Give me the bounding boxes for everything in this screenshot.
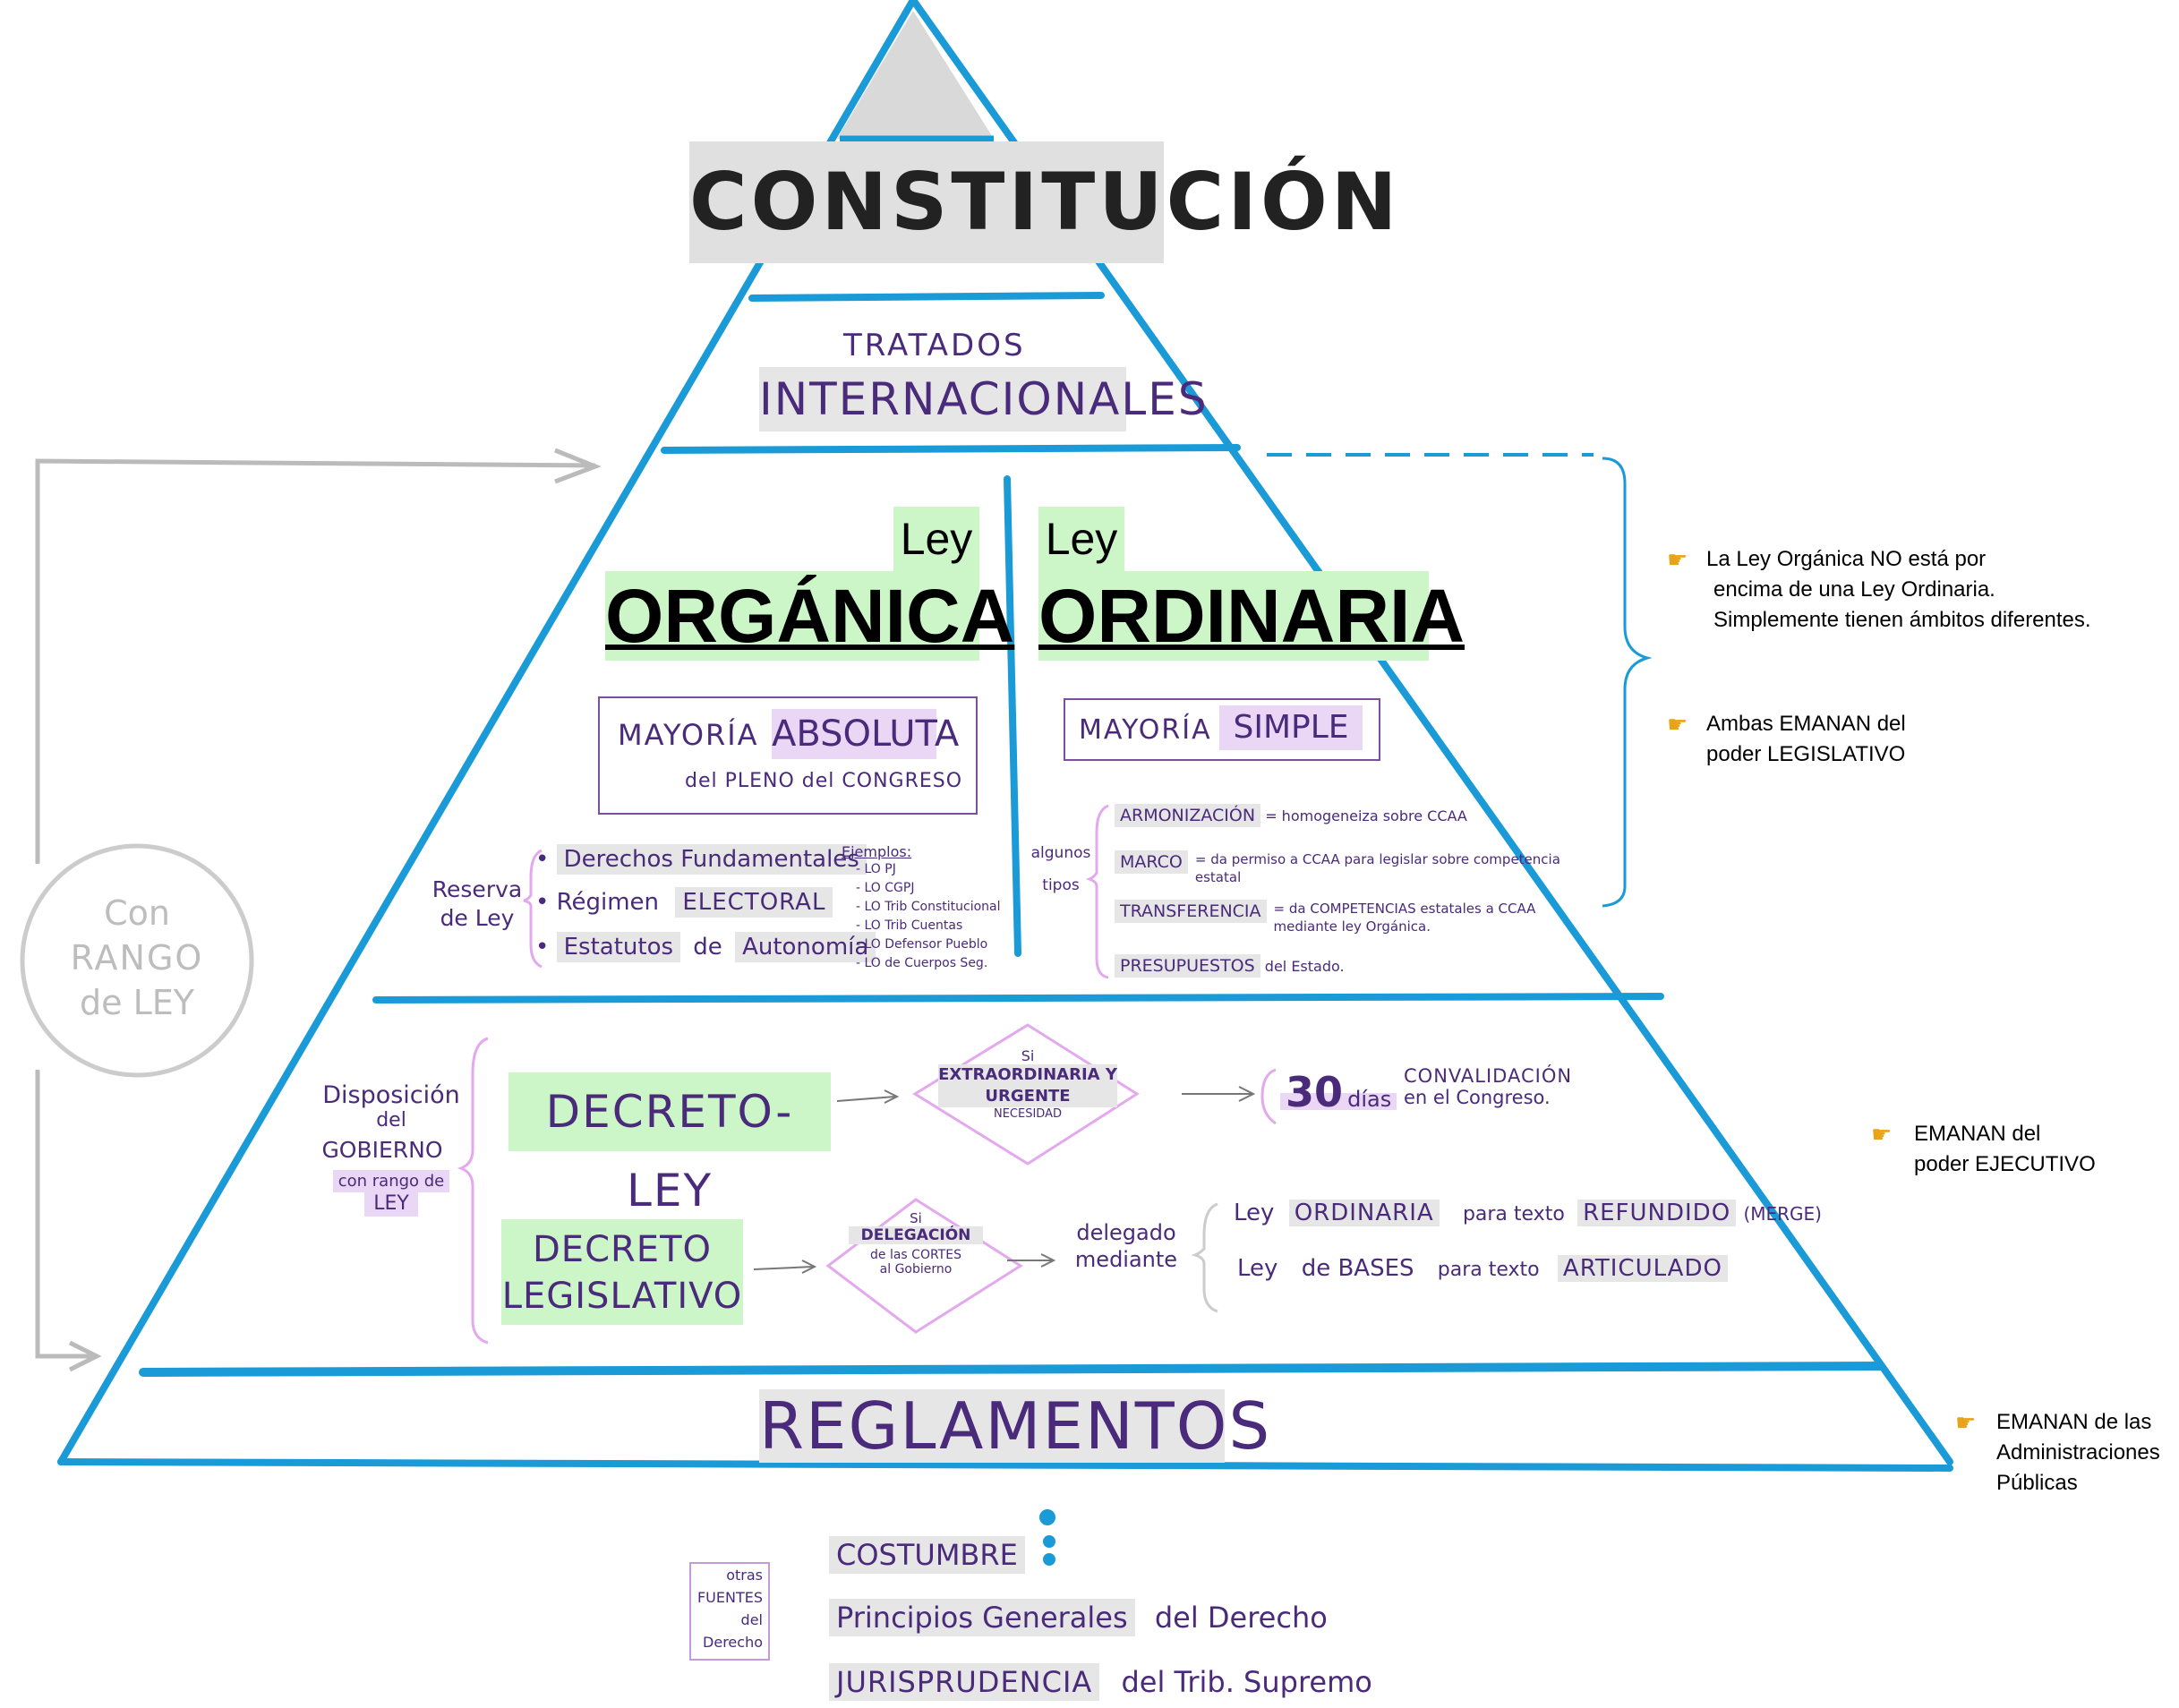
- reserva-item: • Régimen ELECTORAL: [535, 887, 833, 918]
- ejemplos-block: Ejemplos: - LO PJ - LO CGPJ - LO Trib Co…: [842, 843, 1001, 973]
- ordinaria-mayoria-word: MAYORÍA: [1079, 714, 1212, 746]
- pointing-hand-icon: ☛: [1667, 546, 1688, 573]
- ordinaria-ley-word: Ley: [1038, 507, 1124, 571]
- pointing-hand-icon: ☛: [1955, 1409, 1977, 1436]
- apex-fill: [837, 11, 994, 139]
- reserva-label: Reserva de Ley: [432, 876, 523, 931]
- otras-fuentes-box: otras FUENTES del Derecho: [689, 1562, 770, 1661]
- separator-tratados: [661, 444, 1241, 454]
- divider-leyes: [1004, 475, 1021, 957]
- rango-arrow-bottom: [35, 1070, 94, 1359]
- otra-fuente-item: JURISPRUDENCIA del Trib. Supremo: [829, 1663, 1372, 1701]
- dl-dias: 30 días: [1280, 1068, 1397, 1116]
- reglamentos-title: REGLAMENTOS: [759, 1388, 1272, 1464]
- ejemplo-item: - LO Trib Constitucional: [856, 900, 1001, 914]
- otra-fuente-item: Principios Generales del Derecho: [829, 1599, 1328, 1636]
- tipo-item: MARCO = da permiso a CCAA para legislar …: [1115, 850, 1598, 886]
- legislativo-bracket: [1602, 457, 1653, 908]
- decreto-ley-title: DECRETO-LEY: [508, 1072, 831, 1217]
- ordinaria-title: ORDINARIA: [1038, 571, 1465, 661]
- delegation-option-1: Ley ORDINARIA para texto REFUNDIDO (MERG…: [1234, 1200, 1822, 1226]
- pyramid-base: [57, 1458, 1953, 1472]
- note-organica-ordinaria: ☛ La Ley Orgánica NO está por encima de …: [1667, 546, 2091, 632]
- pointing-hand-icon: ☛: [1871, 1121, 1893, 1148]
- ejemplo-item: - LO Trib Cuentas: [856, 918, 963, 933]
- dleg-condition: Si DELEGACIÓN de las CORTES al Gobierno: [849, 1210, 983, 1277]
- ordinaria-mayoria-type: SIMPLE: [1219, 705, 1363, 750]
- reserva-item: • Derechos Fundamentales: [535, 844, 867, 875]
- organica-mayoria-sub: del PLENO del CONGRESO: [685, 770, 963, 792]
- constitucion-title: CONSTITUCIÓN: [689, 141, 1397, 263]
- separator-gobierno: [139, 1362, 1884, 1377]
- tratados-line2: INTERNACIONALES: [759, 367, 1207, 431]
- organica-ley-word: Ley: [893, 507, 979, 571]
- tipo-item: PRESUPUESTOS del Estado.: [1115, 954, 1345, 978]
- tipo-item: TRANSFERENCIA = da COMPETENCIAS estatale…: [1115, 900, 1598, 935]
- con-rango-label: Con RANGO de LEY: [70, 893, 204, 1022]
- gobierno-label: Disposición del GOBIERNO con rango de LE…: [321, 1081, 460, 1217]
- ejemplo-item: - LO CGPJ: [856, 881, 915, 895]
- pointing-hand-icon: ☛: [1667, 711, 1688, 738]
- note-ejecutivo: ☛ EMANAN del poder EJECUTIVO: [1871, 1121, 2096, 1176]
- separator-leyes: [372, 993, 1664, 1003]
- delegation-option-2: Ley de BASES para texto ARTICULADO: [1237, 1255, 1728, 1282]
- ordinaria-mayoria-box: [1064, 698, 1380, 761]
- tratados-line1: TRATADOS: [843, 328, 1026, 363]
- tipo-item: ARMONIZACIÓN = homogeneiza sobre CCAA: [1115, 804, 1467, 827]
- organica-mayoria-box: [598, 696, 978, 815]
- rango-arrow-top: [35, 458, 596, 864]
- con-rango-circle: [20, 843, 254, 1078]
- otra-fuente-item: COSTUMBRE: [829, 1536, 1025, 1574]
- decreto-legislativo-title: DECRETO LEGISLATIVO: [501, 1219, 743, 1325]
- ejemplo-item: - LO PJ: [856, 862, 896, 876]
- organica-title: ORGÁNICA: [605, 571, 1014, 661]
- organica-mayoria-type: ABSOLUTA: [772, 709, 959, 759]
- note-administraciones: ☛ EMANAN de las Administraciones Pública…: [1955, 1409, 2160, 1495]
- delegado-mediante: delegado mediante: [1074, 1220, 1178, 1272]
- reserva-item: • Estatutos de Autonomía: [535, 932, 876, 962]
- ejemplos-label: Ejemplos:: [842, 843, 912, 860]
- dl-condition: Si EXTRAORDINARIA Y URGENTE NECESIDAD: [938, 1047, 1117, 1121]
- note-legislativo: ☛ Ambas EMANAN del poder LEGISLATIVO: [1667, 711, 1906, 766]
- separator-constitucion: [748, 292, 1105, 302]
- ejemplo-item: - LO Defensor Pueblo: [856, 937, 988, 952]
- tipos-label: algunos tipos: [1030, 844, 1091, 894]
- organica-mayoria-word: MAYORÍA: [618, 718, 759, 752]
- dl-convalidacion: CONVALIDACIÓN en el Congreso.: [1404, 1065, 1573, 1108]
- ejemplo-item: - LO de Cuerpos Seg.: [856, 956, 988, 970]
